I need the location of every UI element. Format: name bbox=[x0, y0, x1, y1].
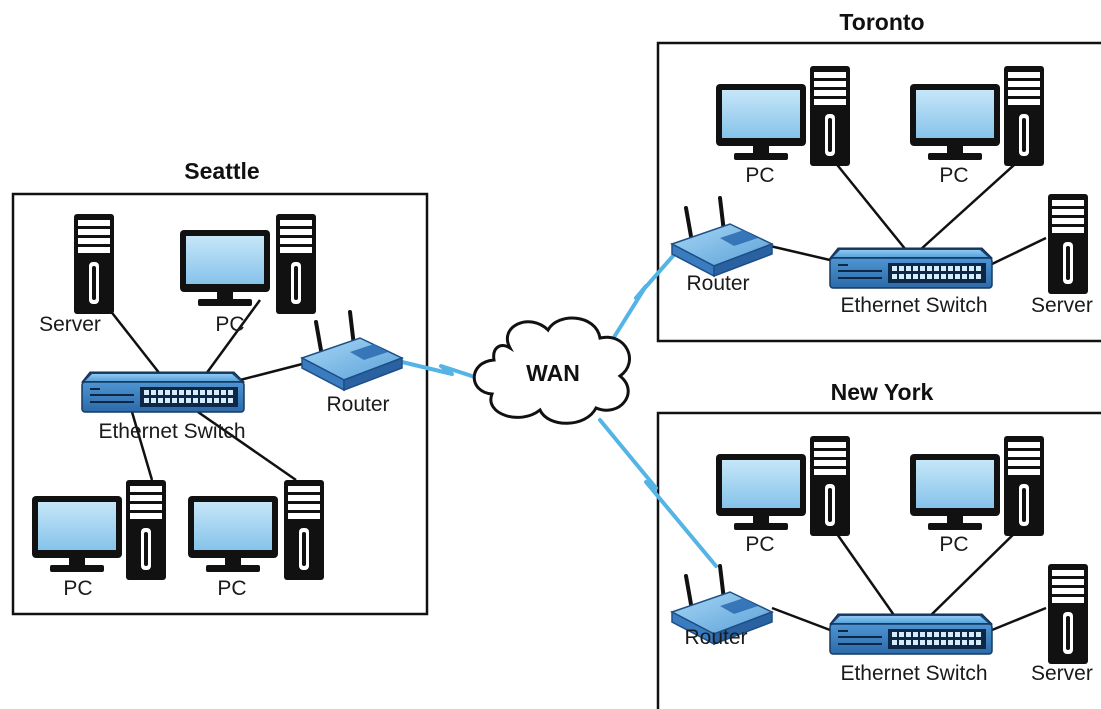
toronto-title: Toronto bbox=[839, 9, 924, 35]
monitor-icon bbox=[910, 454, 1000, 530]
newyork-pc-label-1: PC bbox=[745, 533, 774, 556]
wan-links bbox=[400, 246, 718, 568]
monitor-icon bbox=[910, 84, 1000, 160]
newyork-pc-2: PC bbox=[910, 436, 1044, 556]
ethernet-switch-icon bbox=[829, 613, 993, 655]
seattle-title: Seattle bbox=[184, 158, 259, 184]
seattle-switch-label: Ethernet Switch bbox=[98, 420, 245, 443]
pc-tower-icon bbox=[810, 66, 850, 166]
wan-cloud: WAN bbox=[472, 316, 631, 425]
monitor-icon bbox=[716, 84, 806, 160]
newyork-site-box bbox=[656, 411, 1101, 709]
seattle-pc-3: PC bbox=[188, 480, 324, 600]
toronto-pc-1: PC bbox=[716, 66, 850, 187]
toronto-router-label: Router bbox=[686, 272, 749, 295]
toronto-router: Router bbox=[670, 196, 774, 295]
toronto-pc-label-2: PC bbox=[939, 164, 968, 187]
pc-tower-icon bbox=[284, 480, 324, 580]
seattle-router: Router bbox=[300, 310, 404, 416]
monitor-icon bbox=[180, 230, 270, 306]
toronto-pc-2: PC bbox=[910, 66, 1044, 187]
pc-tower-icon bbox=[1004, 436, 1044, 536]
toronto-pc-label-1: PC bbox=[745, 164, 774, 187]
newyork-server: Server bbox=[1031, 564, 1093, 685]
monitor-icon bbox=[716, 454, 806, 530]
toronto-lan-cables bbox=[769, 155, 1047, 266]
router-icon bbox=[300, 310, 404, 392]
seattle-server: Server bbox=[39, 214, 114, 336]
newyork-server-label: Server bbox=[1031, 662, 1093, 685]
seattle-pc-label-1: PC bbox=[215, 313, 244, 336]
seattle-pc-label-3: PC bbox=[217, 577, 246, 600]
server-tower-icon bbox=[74, 214, 114, 314]
seattle-pc-2: PC bbox=[32, 480, 166, 600]
seattle-router-label: Router bbox=[326, 393, 389, 416]
newyork-switch: Ethernet Switch bbox=[829, 613, 993, 685]
wan-link-seattle bbox=[400, 360, 480, 380]
newyork-title: New York bbox=[831, 379, 934, 405]
pc-tower-icon bbox=[276, 214, 316, 314]
newyork-router: Router bbox=[670, 564, 774, 649]
pc-tower-icon bbox=[126, 480, 166, 580]
ethernet-switch-icon bbox=[829, 247, 993, 289]
pc-tower-icon bbox=[1004, 66, 1044, 166]
newyork-lan-cables bbox=[771, 523, 1047, 632]
monitor-icon bbox=[32, 496, 122, 572]
wan-link-toronto bbox=[604, 246, 682, 352]
ethernet-switch-icon bbox=[81, 371, 245, 413]
newyork-switch-label: Ethernet Switch bbox=[840, 662, 987, 685]
toronto-site-box bbox=[656, 41, 1101, 343]
wan-label: WAN bbox=[526, 360, 580, 386]
server-tower-icon bbox=[1048, 564, 1088, 664]
newyork-pc-label-2: PC bbox=[939, 533, 968, 556]
seattle-pc-label-2: PC bbox=[63, 577, 92, 600]
seattle-server-label: Server bbox=[39, 313, 101, 336]
server-tower-icon bbox=[1048, 194, 1088, 294]
seattle-pc-1: PC bbox=[180, 214, 316, 336]
newyork-pc-1: PC bbox=[716, 436, 850, 556]
seattle-switch: Ethernet Switch bbox=[81, 371, 246, 443]
toronto-switch-label: Ethernet Switch bbox=[840, 294, 987, 317]
seattle-site-box bbox=[11, 192, 429, 616]
toronto-server: Server bbox=[1031, 194, 1093, 317]
toronto-switch: Ethernet Switch bbox=[829, 247, 993, 317]
newyork-router-label: Router bbox=[684, 626, 747, 649]
router-icon bbox=[670, 196, 774, 278]
toronto-server-label: Server bbox=[1031, 294, 1093, 317]
pc-tower-icon bbox=[810, 436, 850, 536]
wan-link-newyork bbox=[598, 418, 718, 568]
monitor-icon bbox=[188, 496, 278, 572]
